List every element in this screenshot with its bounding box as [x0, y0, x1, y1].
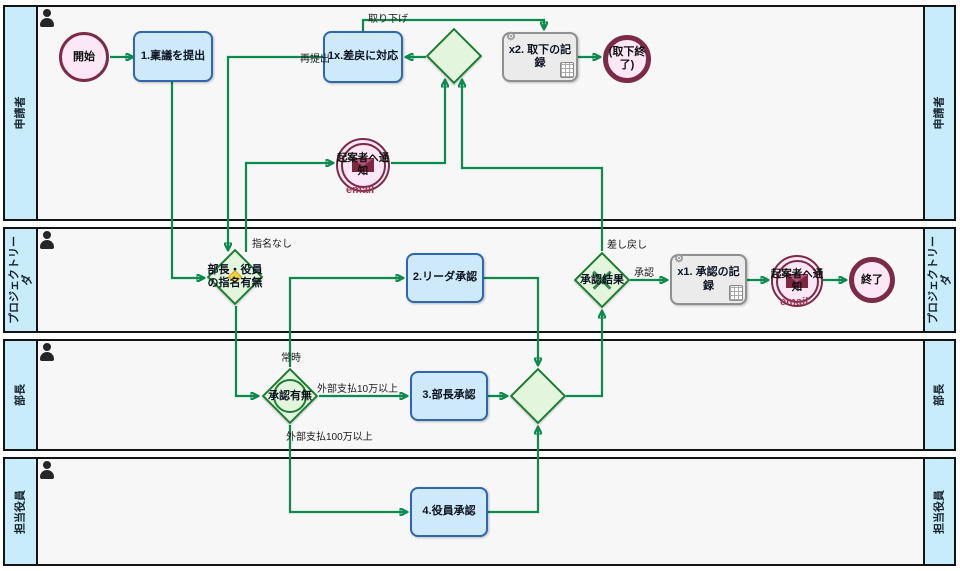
flow-label-no-nomination: 指名なし [252, 239, 292, 250]
end-event-main[interactable]: 終了 [849, 257, 895, 303]
start-event-label: 開始 [73, 50, 95, 63]
data-table-icon [560, 62, 574, 78]
person-icon [39, 9, 55, 27]
flow-label-approve: 承認 [634, 268, 654, 279]
task-handle-remand[interactable]: 1x.差戻に対応 [323, 31, 403, 83]
lane-executive-header-right: 担当役員 [923, 459, 954, 564]
message-event-notify-applicant-2[interactable] [771, 255, 823, 307]
start-event[interactable]: 開始 [59, 32, 109, 82]
flow-withdraw [361, 18, 544, 31]
event-inner-ring [340, 142, 386, 188]
flow-label-always: 常時 [281, 353, 301, 364]
task-label: x1. 承認の記録 [677, 266, 740, 292]
task-leader-approval[interactable]: 2.リーダ承認 [406, 253, 484, 303]
lane-project-leader-header-right: プロジェクトリーダ [923, 229, 954, 331]
person-icon [39, 343, 55, 361]
gateway-nomination-label: 部長・役員の指名有無 [207, 264, 263, 289]
flow-submit-to-nomination-gateway [170, 82, 204, 278]
gateway-approval-result-label: 承認結果 [580, 274, 624, 286]
gateway-merge-approvals[interactable] [509, 367, 567, 425]
inclusive-marker-icon [273, 379, 307, 413]
task-submit-proposal[interactable]: 1.稟議を提出 [133, 31, 213, 82]
flow-remand-to-merge [462, 80, 604, 251]
task-label: 4.役員承認 [422, 505, 476, 518]
lane-applicant-header-left: 申請者 [5, 7, 38, 219]
flow-leader-to-merge2 [484, 276, 538, 365]
lane-applicant-header-right: 申請者 [923, 7, 954, 219]
task-label: 1x.差戻に対応 [327, 50, 399, 63]
data-table-icon [729, 285, 743, 301]
gateway-diamond [509, 367, 567, 425]
task-label: x2. 取下の記録 [508, 43, 572, 69]
email-channel-label: email [780, 296, 809, 308]
gateway-diamond [425, 27, 483, 85]
gateway-approval-need-label: 承認有無 [268, 390, 312, 402]
person-icon [39, 461, 55, 479]
flow-label-resubmit: 再提出 [300, 54, 330, 65]
task-label: 2.リーダ承認 [412, 271, 478, 284]
end-event-withdraw[interactable]: (取下終了) [603, 35, 651, 83]
gear-icon: ⚙ [506, 31, 516, 43]
flow-resubmit [228, 55, 323, 250]
flow-executive-to-merge2 [488, 427, 538, 514]
task-approval-record[interactable]: ⚙ x1. 承認の記録 [670, 254, 747, 305]
flow-label-withdraw: 取り下げ [368, 14, 408, 25]
lane-manager-header-right: 部長 [923, 341, 954, 449]
gateway-approval-need[interactable] [261, 367, 319, 425]
event-inner-ring [775, 259, 819, 303]
flow-merge2-to-result [566, 311, 602, 398]
flow-label-external-over-1m: 外部支払100万以上 [286, 432, 373, 443]
task-manager-approval[interactable]: 3.部長承認 [410, 371, 488, 421]
flow-over1m-to-executive [288, 425, 407, 512]
lane-executive-header-left: 担当役員 [5, 459, 38, 564]
lane-project-leader-header-left: プロジェクトリーダ [5, 229, 38, 331]
task-withdraw-record[interactable]: ⚙ x2. 取下の記録 [502, 32, 578, 82]
gateway-merge-redo[interactable] [425, 27, 483, 85]
envelope-icon [352, 158, 374, 172]
flow-label-external-over-100k: 外部支払10万以上 [317, 384, 399, 395]
flow-always-to-leader [288, 278, 403, 367]
lane-manager-header-left: 部長 [5, 341, 38, 449]
task-label: 1.稟議を提出 [140, 49, 206, 62]
flow-nomination-to-need-gateway [234, 306, 258, 396]
message-event-label: 起案者へ通知 [770, 268, 824, 293]
flow-notify-to-merge [391, 80, 445, 165]
flow-no-nomination-to-notify [244, 163, 333, 252]
end-event-label: 終了 [861, 273, 883, 286]
task-label: 3.部長承認 [422, 389, 476, 402]
flow-label-remand: 差し戻し [607, 240, 647, 251]
envelope-icon [786, 274, 808, 288]
person-icon [39, 231, 55, 249]
message-event-notify-applicant-1[interactable] [336, 138, 390, 192]
gear-icon: ⚙ [674, 253, 684, 265]
end-event-label: (取下終了) [608, 46, 646, 71]
message-event-label: 起案者へ通知 [336, 152, 390, 177]
task-executive-approval[interactable]: 4.役員承認 [410, 487, 488, 537]
email-channel-label: email [346, 184, 375, 196]
